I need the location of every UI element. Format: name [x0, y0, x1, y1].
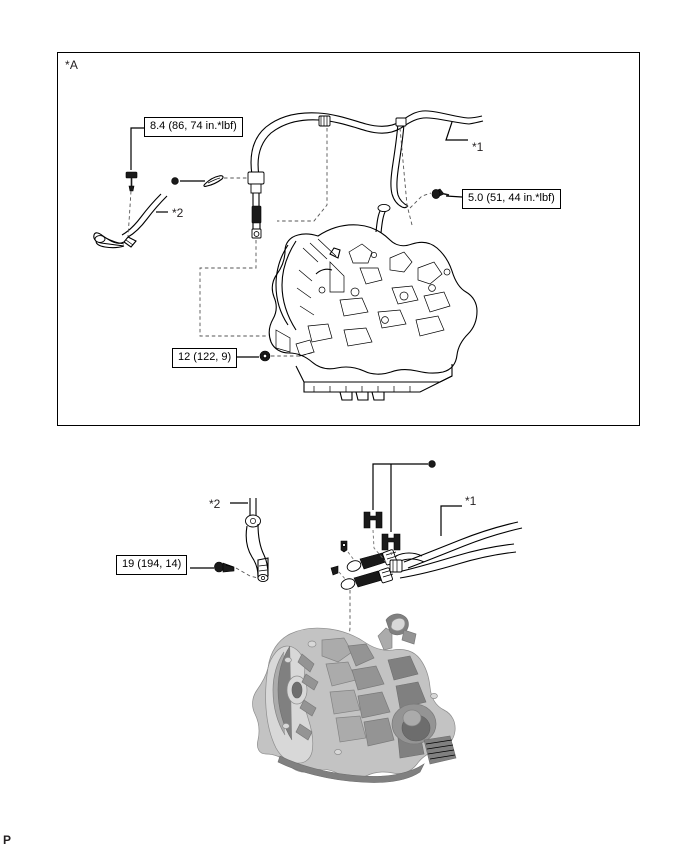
reference-mark-1-bottom: *1 [465, 494, 477, 508]
guide-clip-left [372, 529, 387, 563]
page-mark: P [3, 833, 12, 847]
retainer-clip-upper [340, 540, 348, 553]
panel-a-frame [57, 52, 640, 426]
panel-a-section-label: *A [65, 58, 79, 72]
u-clip-right [381, 533, 401, 551]
torque-spec-box: 5.0 (51, 44 in.*lbf) [462, 189, 561, 209]
leader-ref1-bottom [440, 505, 462, 536]
torque-spec-box: 12 (122, 9) [172, 348, 238, 368]
manual-transaxle-body [252, 613, 457, 783]
bolt-19 [214, 561, 235, 573]
reference-mark-1-top: *1 [472, 140, 484, 154]
guide-cable-to-transmission [347, 590, 351, 647]
guide-retainer-lower [338, 571, 347, 581]
torque-spec-box: 19 (194, 14) [116, 555, 188, 575]
reference-mark-2-bottom: *2 [209, 497, 221, 511]
retainer-clip-lower [330, 565, 339, 576]
guide-retainer-upper [347, 551, 355, 561]
guide-clip-right [390, 551, 393, 559]
cable-assembly-bottom-left [245, 498, 269, 583]
u-clip-left [363, 511, 383, 529]
reference-mark-2-top: *2 [172, 206, 184, 220]
cable-end-lower [340, 567, 394, 590]
torque-spec-box: 8.4 (86, 74 in.*lbf) [144, 117, 243, 137]
guide-bolt19-to-cable [235, 567, 259, 579]
shift-cables-bottom [340, 521, 523, 590]
bullet-note-bottom [372, 460, 436, 532]
cable-end-upper [346, 549, 398, 572]
